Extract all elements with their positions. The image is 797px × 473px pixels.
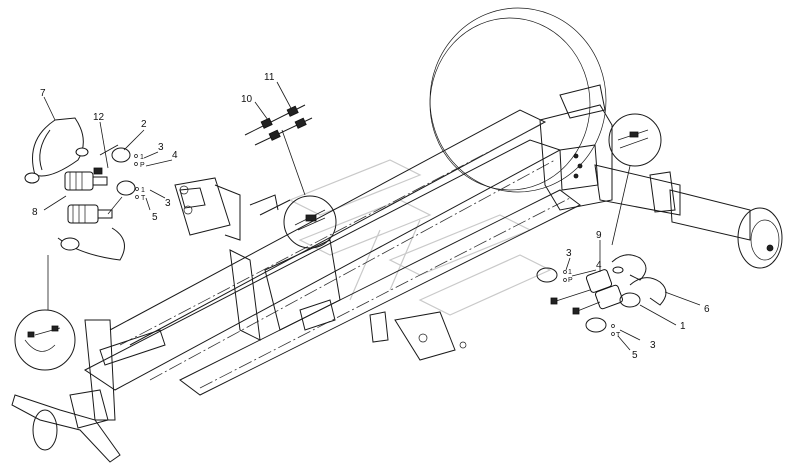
callout-1d: 1 (680, 321, 686, 332)
leader-11 (276, 81, 293, 111)
callout-10: 10 (241, 94, 253, 105)
leader-4a (145, 159, 173, 167)
callout-6: 6 (704, 304, 710, 315)
leader-3d (619, 329, 641, 341)
callout-8: 8 (32, 207, 38, 218)
callout-1b: 1 (141, 187, 145, 194)
leader-8 (43, 195, 67, 211)
callout-3a: 3 (158, 142, 164, 153)
plug-12 (93, 144, 119, 175)
detail-circle-center (283, 195, 337, 249)
detail-circle-rear (608, 113, 662, 167)
callout-3d: 3 (650, 340, 656, 351)
support-bracket (369, 311, 467, 361)
callout-ta: T (141, 195, 146, 202)
ring-2 (111, 147, 131, 163)
small-parts-right (563, 270, 615, 336)
leader-6 (664, 291, 701, 306)
rings-right (536, 267, 641, 333)
callout-pb: P (568, 277, 573, 284)
callout-5b: 5 (632, 350, 638, 361)
callout-7: 7 (40, 88, 46, 99)
detail-circle-front (14, 309, 76, 371)
callout-4a: 4 (172, 150, 178, 161)
leader-5a (145, 197, 151, 211)
callout-2a: 2 (141, 119, 147, 130)
leader-12 (99, 121, 109, 169)
coupling-9 (550, 269, 624, 315)
ring-lower-left (107, 180, 136, 215)
callout-tb: T (616, 332, 621, 339)
cover-strap-lower (57, 227, 125, 261)
coupling-8 (64, 171, 113, 224)
callout-12: 12 (93, 112, 105, 123)
callout-1a: 1 (140, 154, 144, 161)
leader-3c (565, 257, 571, 271)
callout-1c-small: 1 (568, 269, 572, 276)
leader-5b (617, 335, 631, 351)
small-parts-left (134, 154, 139, 199)
tow-eye (11, 319, 166, 463)
callout-9: 9 (596, 230, 602, 241)
leader-3b (149, 189, 166, 199)
callout-11: 11 (264, 72, 275, 83)
leader-detail-rear (611, 165, 631, 246)
leader-4b (571, 269, 597, 277)
hoses-10-11 (244, 104, 313, 146)
leader-10 (254, 101, 269, 121)
rear-axle (539, 84, 783, 269)
wheel (429, 7, 607, 193)
callout-5a: 5 (152, 212, 158, 223)
leader-7 (43, 96, 56, 121)
callout-3c: 3 (566, 248, 572, 259)
leader-3a (143, 151, 159, 159)
leader-detail-center (281, 129, 306, 196)
leader-2 (123, 129, 145, 151)
callout-pa: P (140, 162, 145, 169)
callout-4b: 4 (596, 260, 602, 271)
callout-3b: 3 (165, 198, 171, 209)
leader-1c (639, 304, 677, 326)
cover-strap-7 (24, 117, 89, 184)
cap-6 (611, 254, 667, 306)
